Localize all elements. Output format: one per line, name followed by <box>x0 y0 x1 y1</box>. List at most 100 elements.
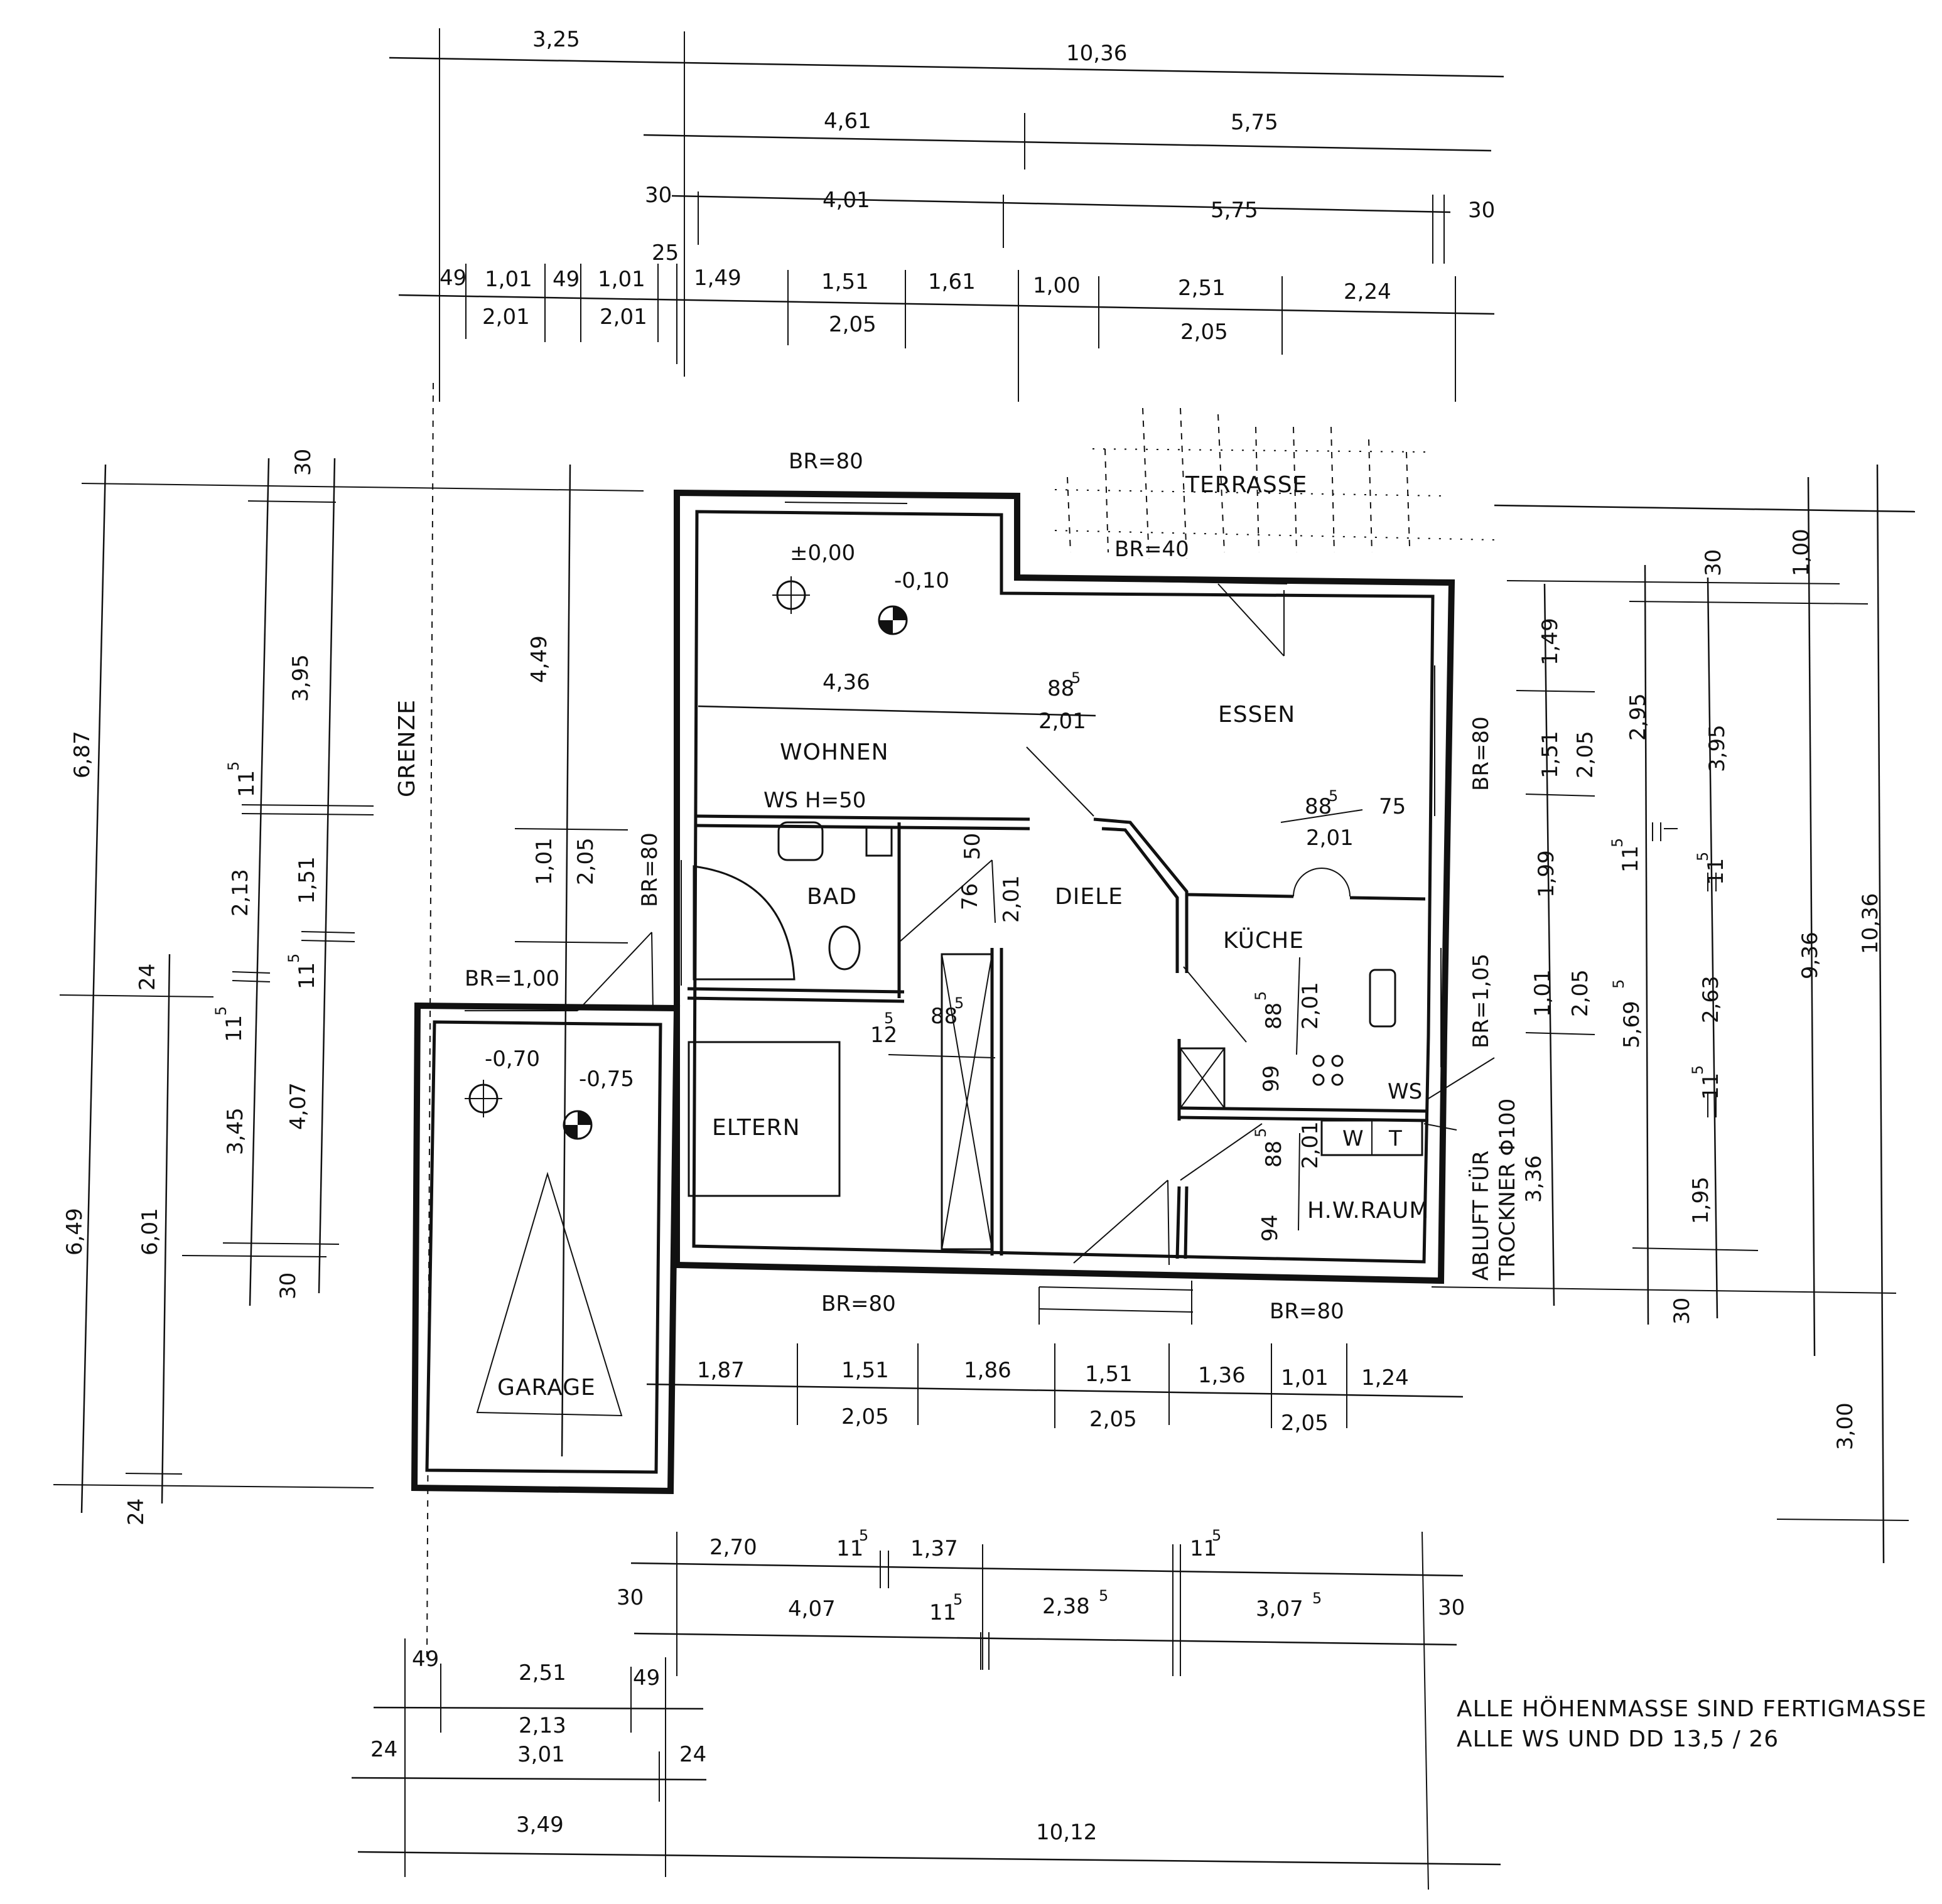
dim-right-195: 1,95 <box>1688 1176 1713 1224</box>
dim-right-115a-sup: 5 <box>1694 852 1712 861</box>
dim-right-149: 1,49 <box>1538 618 1563 665</box>
dim-inner-885c: 88 <box>931 1004 958 1029</box>
dim-bottom-124: 1,24 <box>1361 1365 1409 1390</box>
dim-bottom-3075: 3,07 <box>1256 1596 1303 1622</box>
opening-labels: BR=80 BR=40 BR=80 BR=1,05 BR=80 BR=1,00 … <box>465 449 1520 1324</box>
dim-inner-99: 99 <box>1259 1065 1284 1092</box>
dim-left-30b: 30 <box>276 1272 301 1299</box>
dim-bottom-24b: 24 <box>679 1742 706 1767</box>
dim-top-149: 1,49 <box>694 266 742 291</box>
label-level-075: -0,75 <box>579 1067 634 1092</box>
label-br80-left: BR=80 <box>637 832 662 907</box>
label-br80-bottom: BR=80 <box>821 1291 896 1316</box>
dim-top-201b: 2,01 <box>600 304 647 330</box>
dim-right-936: 9,36 <box>1798 932 1823 979</box>
dim-top-224: 2,24 <box>1344 279 1391 304</box>
dim-left-101: 1,01 <box>532 837 557 885</box>
dim-bottom-115b: 11 <box>1190 1536 1217 1561</box>
dim-bottom-213: 2,13 <box>519 1713 566 1738</box>
dim-inner-201b: 2,01 <box>1306 826 1354 851</box>
label-br80-bottom-right: BR=80 <box>1270 1299 1344 1324</box>
label-br40: BR=40 <box>1114 537 1189 562</box>
garage-ramp-icon <box>476 1171 623 1417</box>
dim-bottom-205b: 2,05 <box>1089 1407 1137 1432</box>
dim-bottom-136: 1,36 <box>1198 1363 1246 1388</box>
label-ws-h50: WS H=50 <box>763 788 866 813</box>
dim-right-30b: 30 <box>1670 1298 1695 1325</box>
label-br105: BR=1,05 <box>1469 954 1494 1048</box>
dim-top-251: 2,51 <box>1178 276 1226 301</box>
dim-left-205: 2,05 <box>573 837 598 885</box>
dim-bottom-1012: 10,12 <box>1036 1820 1097 1845</box>
label-trockner: TROCKNER Φ100 <box>1495 1099 1520 1281</box>
dim-bottom-270: 2,70 <box>709 1535 757 1560</box>
dim-inner-885c-sup: 5 <box>954 994 964 1012</box>
label-level-010: -0,10 <box>894 568 949 593</box>
dim-top-401: 4,01 <box>823 188 870 213</box>
dim-left-115a: 11 <box>234 770 259 797</box>
kitchen-counter-icon <box>1179 1047 1226 1109</box>
room-label-bad: BAD <box>807 884 857 910</box>
dim-right-199: 1,99 <box>1534 850 1559 898</box>
dim-top-575a: 5,75 <box>1231 110 1278 135</box>
dim-bottom-2385-sup: 5 <box>1099 1587 1108 1605</box>
dim-right-1036: 10,36 <box>1858 893 1883 954</box>
dim-right-30a: 30 <box>1701 549 1726 576</box>
dim-inner-885a-sup: 5 <box>1071 669 1081 687</box>
wc-tank-icon <box>865 826 893 857</box>
label-br100: BR=1,00 <box>465 966 559 991</box>
dim-left-395: 3,95 <box>288 654 313 702</box>
room-label-terrasse: TERRASSE <box>1185 472 1307 498</box>
dim-top-1036: 10,36 <box>1066 41 1127 66</box>
dim-inner-201d: 2,01 <box>1298 982 1323 1030</box>
dim-left-24a: 24 <box>135 964 160 991</box>
dim-inner-885d-sup: 5 <box>1252 991 1270 1001</box>
dim-right-115b-sup: 5 <box>1689 1065 1707 1075</box>
dim-left-151: 1,51 <box>294 856 320 904</box>
room-label-diele: DIELE <box>1055 884 1123 910</box>
dim-bottom-407: 4,07 <box>788 1596 836 1622</box>
dim-left-115a-sup: 5 <box>225 761 242 771</box>
label-br80-top: BR=80 <box>789 449 863 474</box>
room-label-kueche: KÜCHE <box>1223 927 1304 954</box>
dim-bottom-115b-sup: 5 <box>1212 1527 1221 1544</box>
sink-icon <box>1369 969 1396 1028</box>
label-washer: W <box>1342 1126 1364 1151</box>
dim-top-101b: 1,01 <box>598 267 645 292</box>
dim-bottom-205c: 2,05 <box>1281 1411 1329 1436</box>
dim-top-100: 1,00 <box>1033 273 1081 298</box>
dim-inner-201a: 2,01 <box>1038 709 1086 734</box>
dim-right-100: 1,00 <box>1789 529 1814 576</box>
note-ws-dd: ALLE WS UND DD 13,5 / 26 <box>1457 1726 1779 1752</box>
dim-bottom-115a: 11 <box>836 1536 863 1561</box>
dim-inner-885e-sup: 5 <box>1252 1128 1270 1138</box>
dim-left-449: 4,49 <box>527 635 552 683</box>
garage-level-marker-filled-icon <box>563 1110 593 1140</box>
dim-right-295: 2,95 <box>1626 693 1651 741</box>
dim-top-101a: 1,01 <box>485 267 532 292</box>
dim-right-101: 1,01 <box>1530 969 1555 1017</box>
dim-right-115c: 11 <box>1618 846 1643 873</box>
dim-bottom-2385: 2,38 <box>1042 1594 1090 1619</box>
dim-bottom-151b: 1,51 <box>1085 1362 1133 1387</box>
dim-inner-94: 94 <box>1258 1215 1283 1242</box>
top-dimension-chains: 3,25 10,36 4,61 5,75 30 4,01 5,75 30 25 … <box>389 27 1504 402</box>
dim-right-205b: 2,05 <box>1568 969 1593 1017</box>
room-labels: WOHNEN ESSEN TERRASSE BAD DIELE KÜCHE EL… <box>497 472 1428 1401</box>
dim-inner-885a: 88 <box>1047 676 1074 701</box>
dim-top-575b: 5,75 <box>1211 198 1258 223</box>
dim-bottom-301: 3,01 <box>517 1742 565 1767</box>
dim-top-161: 1,61 <box>928 269 976 294</box>
dim-right-300: 3,00 <box>1833 1402 1858 1450</box>
dim-top-49b: 49 <box>553 267 580 292</box>
room-label-garage: GARAGE <box>497 1375 596 1401</box>
dim-left-687: 6,87 <box>70 731 95 778</box>
toilet-icon <box>828 925 861 971</box>
dim-right-263: 2,63 <box>1698 976 1724 1023</box>
dim-left-649: 6,49 <box>62 1208 87 1256</box>
dim-bottom-349: 3,49 <box>516 1812 564 1837</box>
dim-top-151: 1,51 <box>821 269 869 294</box>
dim-right-5695-sup: 5 <box>1610 979 1627 989</box>
dim-top-30a: 30 <box>645 183 672 208</box>
dim-top-461: 4,61 <box>824 109 871 134</box>
